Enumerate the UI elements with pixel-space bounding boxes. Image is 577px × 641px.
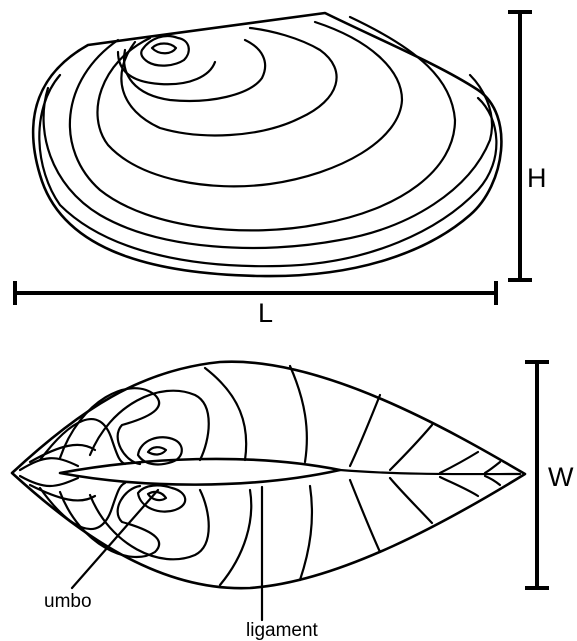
umbo-lower [136, 484, 187, 513]
growth-ring-3 [96, 20, 404, 188]
lower-growth-9 [438, 475, 480, 498]
height-label: H [527, 163, 547, 193]
shell-lateral-view [31, 11, 503, 278]
length-label: L [258, 298, 273, 328]
lower-growth-10 [483, 474, 502, 487]
upper-growth-3 [58, 387, 161, 466]
upper-growth-4 [88, 389, 210, 462]
lower-growth-8 [388, 476, 434, 525]
length-dimension [13, 281, 498, 305]
umbo-upper [136, 436, 183, 466]
lower-growth-6 [298, 484, 314, 582]
growth-ring-4 [120, 26, 338, 137]
growth-ring-1 [42, 73, 493, 250]
umbo-lateral [140, 34, 190, 67]
lower-growth-7 [348, 478, 382, 554]
width-dimension [525, 360, 549, 590]
shell-inner-rim [38, 73, 498, 268]
upper-growth-5 [203, 366, 248, 462]
lower-growth-2 [38, 481, 127, 531]
lower-growth-4 [88, 488, 210, 561]
upper-growth-9 [438, 450, 480, 475]
upper-growth-8 [388, 423, 434, 472]
upper-growth-6 [288, 364, 308, 464]
upper-growth-1 [28, 443, 97, 464]
umbo-lateral-inner [150, 42, 178, 55]
growth-ring-2 [68, 15, 457, 232]
shell-dorsal-view [10, 360, 527, 590]
lower-growth-5 [218, 488, 253, 587]
ligament [58, 457, 342, 486]
growth-ring-5 [123, 38, 267, 103]
height-dimension [508, 10, 532, 282]
umbo-label: umbo [44, 591, 92, 612]
growth-ring-6 [116, 50, 217, 86]
ligament-label: ligament [246, 620, 319, 641]
umbo-pointer [70, 488, 160, 590]
shell-outline [31, 11, 503, 278]
upper-growth-7 [348, 393, 382, 468]
dorsal-outline [10, 360, 527, 590]
width-label: W [548, 462, 574, 492]
upper-growth-2 [38, 418, 127, 466]
upper-growth-10 [483, 460, 502, 475]
lower-growth-3 [58, 484, 161, 558]
